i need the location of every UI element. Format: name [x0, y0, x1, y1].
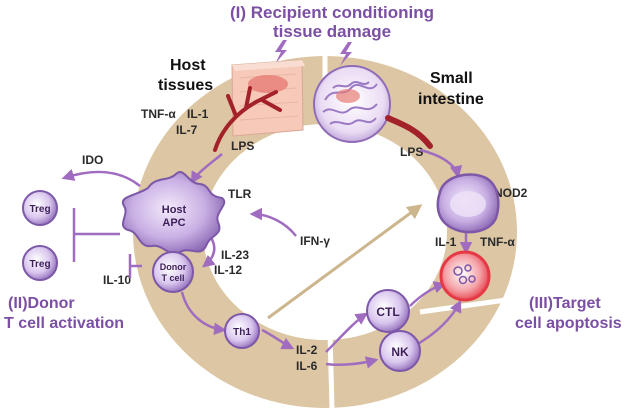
ifn-gamma-label: IFN-γ — [300, 234, 330, 248]
phase-two-subtitle: T cell activation — [4, 315, 124, 332]
small-intestine-label-2: intestine — [418, 91, 484, 108]
phase-three-subtitle: cell apoptosis — [515, 315, 622, 332]
host-apc-label: Host — [162, 204, 187, 216]
nk-cell: NK — [379, 330, 421, 372]
ctl-cell: CTL — [366, 289, 410, 333]
nk-label: NK — [391, 345, 409, 359]
inhibition-lines — [72, 208, 142, 278]
th1-cell: Th1 — [224, 313, 260, 349]
small-intestine-image — [313, 65, 433, 149]
arrow-apc-to-ido — [61, 168, 141, 187]
host-tissues-label: Host — [170, 57, 206, 74]
il1-right-label: IL-1 — [435, 235, 457, 249]
treg-top-label: Treg — [29, 204, 50, 215]
ido-label: IDO — [82, 153, 103, 167]
treg-cell-bottom: Treg — [22, 245, 58, 281]
lps-right-label: LPS — [400, 145, 423, 159]
donor-t-cell: Donor T cell — [152, 251, 194, 293]
arrow-activation-diagonal — [267, 204, 423, 320]
il6-label: IL-6 — [296, 359, 318, 373]
host-apc-cell: Host APC — [121, 171, 226, 255]
il2-label: IL-2 — [296, 343, 318, 357]
tlr-label: TLR — [228, 187, 252, 201]
lightning-icon — [340, 42, 352, 66]
ring-divider-bottom — [327, 332, 335, 408]
arrow-lps-to-intestine-cell — [419, 148, 463, 179]
small-intestine-label: Small — [430, 70, 473, 87]
treg-bottom-label: Treg — [29, 259, 50, 270]
donor-label-2: T cell — [161, 273, 184, 283]
host-apc-label-2: APC — [162, 217, 185, 229]
target-cell — [439, 250, 491, 302]
nod2-label: NOD2 — [494, 186, 528, 200]
arrow-il-to-nk — [325, 356, 379, 369]
donor-label: Donor — [160, 262, 187, 272]
ring-divider-right — [419, 295, 521, 315]
arrow-lps-to-apc — [190, 153, 223, 185]
host-tissue-block — [213, 59, 305, 152]
arrow-donor-to-th1 — [180, 291, 227, 336]
arrow-il-to-ctl — [325, 312, 369, 353]
il7-label: IL-7 — [176, 123, 198, 137]
tnf-alpha-right-label: TNF-α — [480, 235, 515, 249]
arrow-th1-to-il2 — [261, 328, 295, 350]
host-tissues-label-2: tissues — [158, 77, 213, 94]
il23-label: IL-23 — [221, 248, 249, 262]
arrow-ifn-to-apc — [249, 207, 297, 237]
ctl-label: CTL — [376, 305, 399, 319]
il10-label: IL-10 — [103, 273, 131, 287]
phase-two-title: (II)Donor — [8, 295, 75, 312]
il12-label: IL-12 — [214, 263, 242, 277]
phase-one-title: (I) Recipient conditioning — [230, 3, 434, 22]
pathway-arrows — [61, 148, 473, 369]
treg-cell-top: Treg — [22, 190, 58, 226]
tnf-alpha-label: TNF-α — [141, 107, 176, 121]
intestinal-cell — [436, 173, 500, 234]
phase-three-title: (III)Target — [529, 295, 601, 312]
arrow-ctl-to-target — [409, 281, 447, 307]
phase-one-subtitle: tissue damage — [273, 22, 391, 41]
lightning-icon — [275, 40, 287, 64]
lps-left-label: LPS — [231, 139, 254, 153]
il1-label: IL-1 — [187, 107, 209, 121]
th1-label: Th1 — [233, 327, 251, 338]
arrow-nk-to-target — [413, 299, 462, 348]
